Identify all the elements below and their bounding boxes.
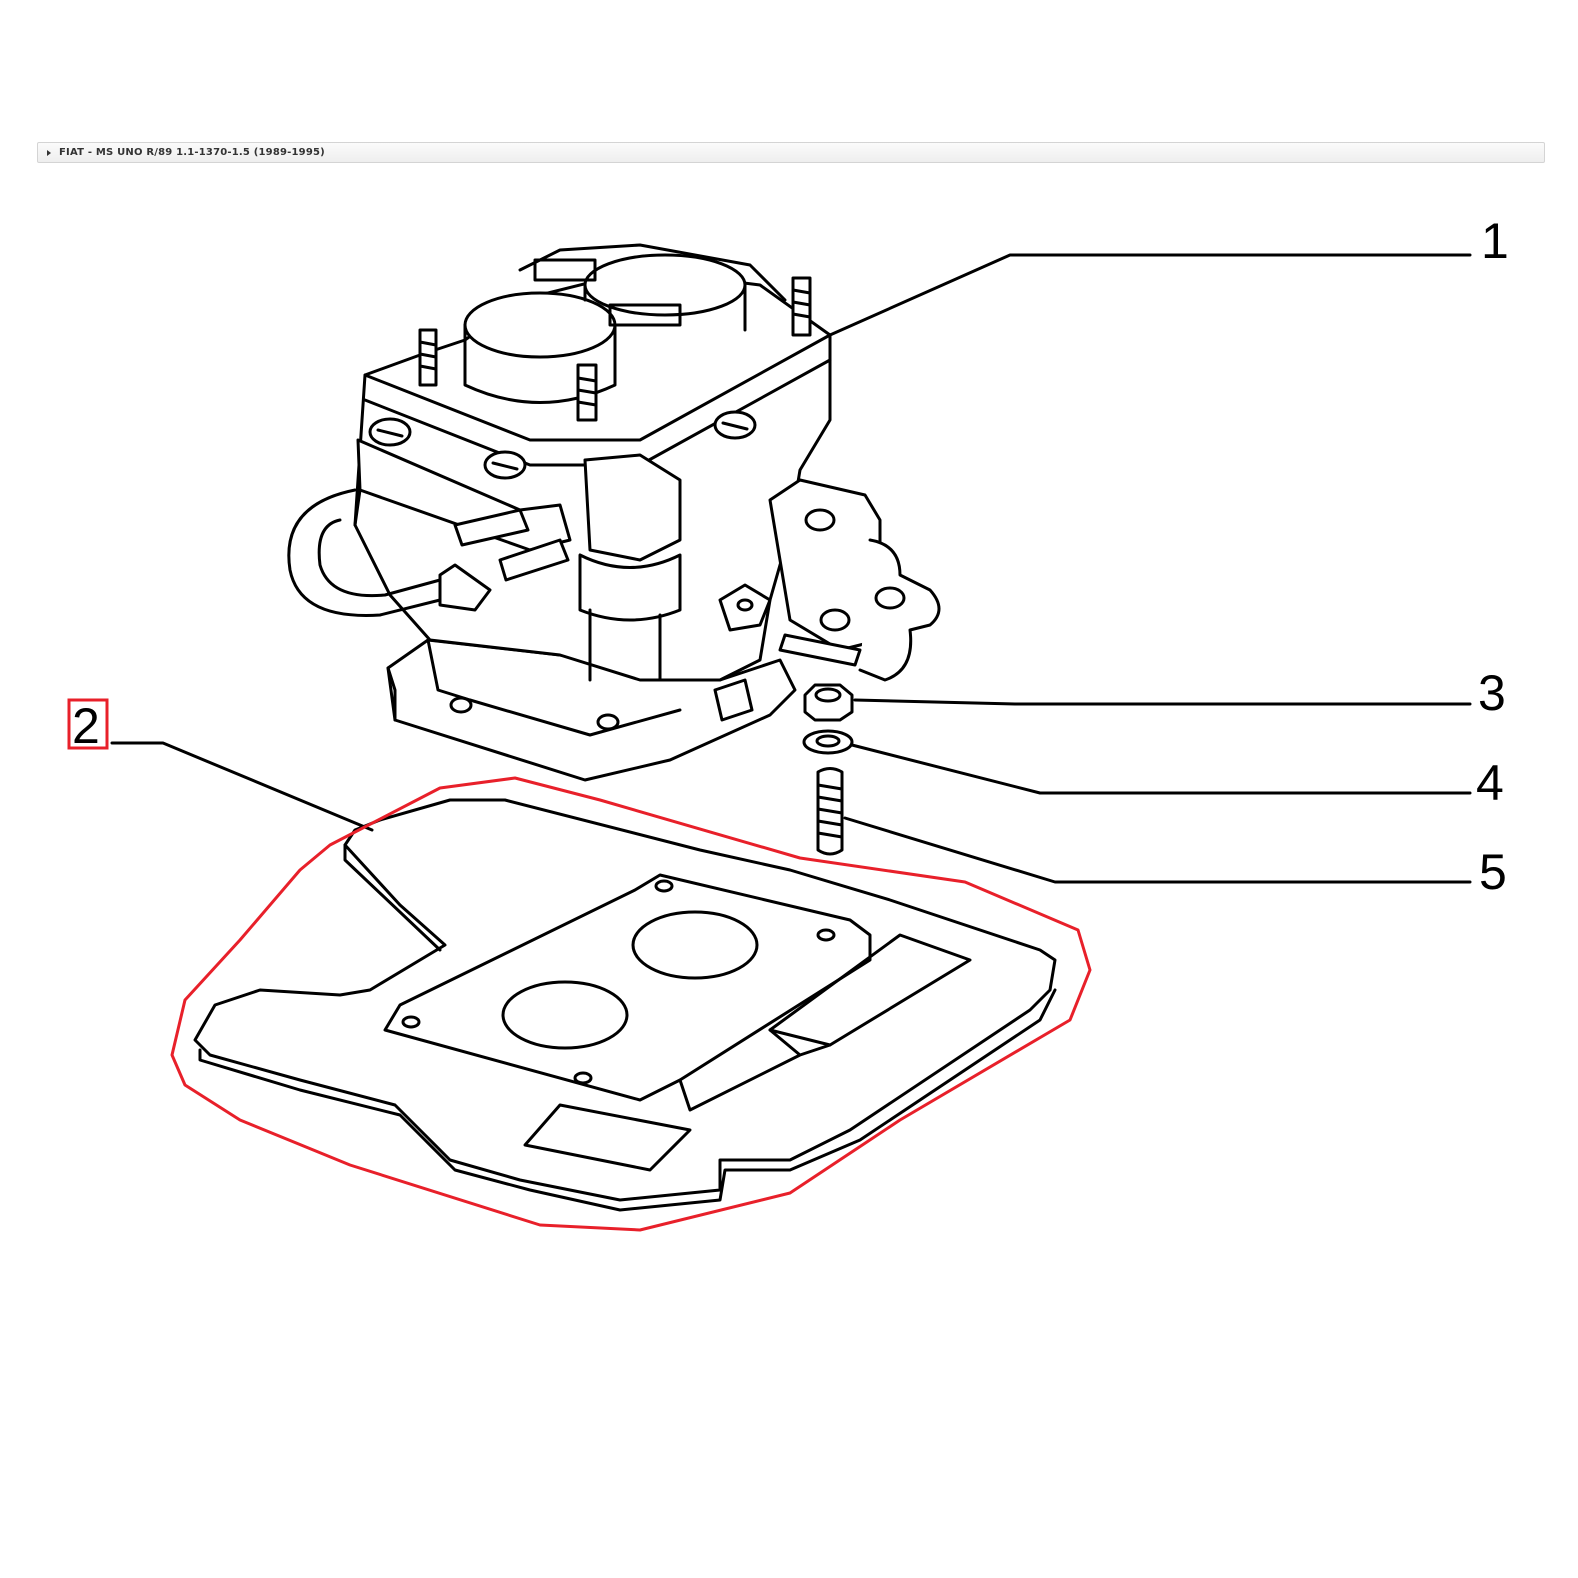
leader-line-2 xyxy=(110,741,374,832)
callout-5[interactable]: 5 xyxy=(1479,844,1507,900)
breadcrumb-bar: FIAT - MS UNO R/89 1.1-1370-1.5 (1989-19… xyxy=(37,142,1545,163)
selection-highlight-outline xyxy=(170,776,1092,1232)
callout-3[interactable]: 3 xyxy=(1478,665,1506,721)
callout-2[interactable]: 2 xyxy=(72,698,100,754)
leader-line-4 xyxy=(850,743,1472,795)
breadcrumb-text[interactable]: FIAT - MS UNO R/89 1.1-1370-1.5 (1989-19… xyxy=(59,147,325,158)
washer-part[interactable] xyxy=(802,729,854,755)
leader-line-1 xyxy=(828,253,1472,337)
carburetor-part[interactable] xyxy=(287,243,941,782)
leader-line-5 xyxy=(843,816,1472,884)
callout-4[interactable]: 4 xyxy=(1476,755,1504,811)
nut-part[interactable] xyxy=(803,683,854,722)
gasket-part[interactable] xyxy=(193,798,1057,1212)
leader-line-3 xyxy=(853,698,1472,706)
callout-1[interactable]: 1 xyxy=(1481,213,1509,269)
stud-part[interactable] xyxy=(816,767,844,856)
caret-right-icon[interactable] xyxy=(47,149,51,156)
callout-2-highlight-box xyxy=(67,698,109,750)
